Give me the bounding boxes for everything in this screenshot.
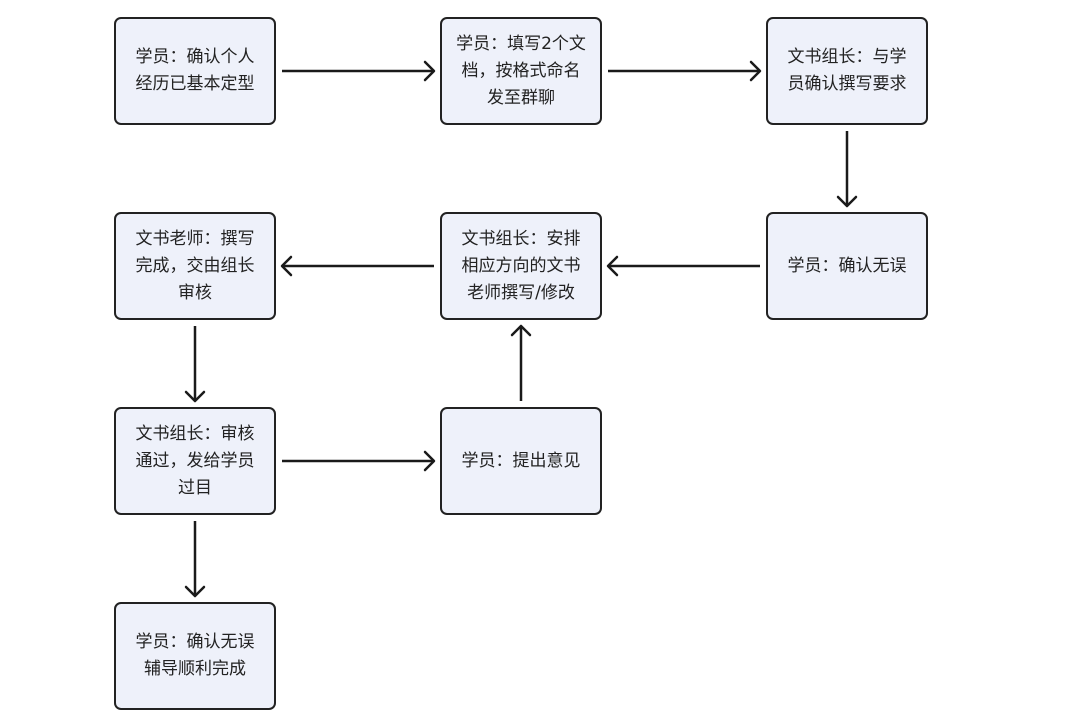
step-teacher-finish-writing: 文书老师：撰写 完成，交由组长 审核	[114, 212, 276, 320]
step-leader-confirm-requirements: 文书组长：与学 员确认撰写要求	[766, 17, 928, 125]
arrowhead-icon	[510, 324, 532, 337]
step-student-feedback-label: 学员：提出意见	[461, 450, 581, 471]
arrowhead-icon	[749, 60, 762, 82]
arrow-n2-to-n3	[608, 60, 762, 82]
step-fill-documents: 学员：填写2个文 档，按格式命名 发至群聊	[440, 17, 602, 125]
step-leader-assign-teacher: 文书组长：安排 相应方向的文书 老师撰写/修改	[440, 212, 602, 320]
arrow-n4-to-n5	[606, 255, 760, 277]
arrow-n5-to-n6	[280, 255, 434, 277]
arrowhead-icon	[184, 390, 206, 403]
arrowhead-icon	[606, 255, 619, 277]
arrowhead-icon	[423, 60, 436, 82]
arrow-n1-to-n2	[282, 60, 436, 82]
step-leader-confirm-requirements-label: 文书组长：与学 员确认撰写要求	[787, 47, 907, 94]
step-teacher-finish-writing-label: 文书老师：撰写 完成，交由组长 审核	[135, 228, 255, 303]
step-leader-assign-teacher-label: 文书组长：安排 相应方向的文书 老师撰写/修改	[461, 228, 581, 303]
arrow-n8-to-n5	[510, 324, 532, 401]
step-student-confirm: 学员：确认无误	[766, 212, 928, 320]
step-final-confirmation: 学员：确认无误 辅导顺利完成	[114, 602, 276, 710]
arrowhead-icon	[836, 195, 858, 208]
arrowhead-icon	[423, 450, 436, 472]
step-leader-review-pass: 文书组长：审核 通过，发给学员 过目	[114, 407, 276, 515]
step-leader-review-pass-label: 文书组长：审核 通过，发给学员 过目	[135, 423, 255, 498]
arrow-n7-to-n8	[282, 450, 436, 472]
step-confirm-experience: 学员：确认个人 经历已基本定型	[114, 17, 276, 125]
step-confirm-experience-label: 学员：确认个人 经历已基本定型	[135, 47, 255, 94]
arrowhead-icon	[280, 255, 293, 277]
step-student-confirm-label: 学员：确认无误	[787, 255, 907, 276]
step-fill-documents-label: 学员：填写2个文 档，按格式命名 发至群聊	[456, 33, 586, 108]
arrowhead-icon	[184, 585, 206, 598]
step-student-feedback: 学员：提出意见	[440, 407, 602, 515]
step-final-confirmation-label: 学员：确认无误 辅导顺利完成	[135, 632, 255, 679]
arrow-n7-to-n9	[184, 521, 206, 598]
arrow-n3-to-n4	[836, 131, 858, 208]
arrow-n6-to-n7	[184, 326, 206, 403]
